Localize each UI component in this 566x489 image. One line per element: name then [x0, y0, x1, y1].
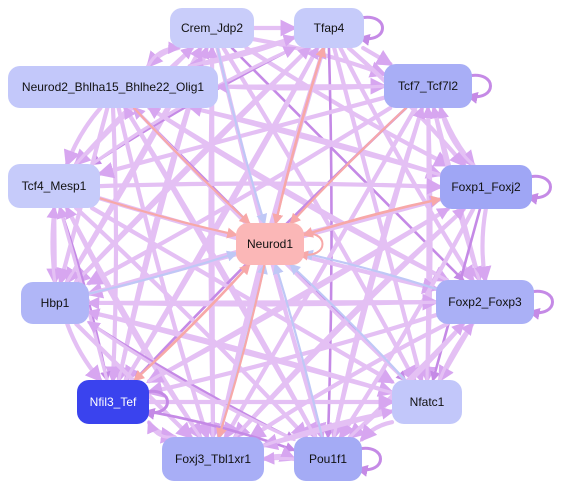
- edge-tcf7-foxj3: [223, 105, 418, 440]
- edge-tcf4-foxp1: [97, 177, 444, 195]
- edge-pou1f1-to-neurod1: [272, 262, 324, 439]
- edge-nfatc1-pou1f1: [359, 420, 395, 442]
- edge-pou1f1-neurod2: [123, 105, 317, 439]
- node-foxp2: Foxp2_Foxp3: [436, 280, 534, 324]
- edge-foxj3-nfil3: [147, 420, 177, 439]
- node-nfatc1: Nfatc1: [392, 380, 462, 424]
- node-crem_jdp2: Crem_Jdp2: [170, 8, 254, 48]
- node-label-tfap4: Tfap4: [314, 21, 345, 35]
- edge-foxp1-neurod2: [188, 104, 442, 177]
- node-box-foxj3: [162, 437, 264, 481]
- node-tcf4: Tcf4_Mesp1: [8, 164, 100, 208]
- node-label-neurod2: Neurod2_Bhlha15_Bhlhe22_Olig1: [22, 80, 204, 94]
- edge-neurod1-to-foxp1: [302, 195, 443, 237]
- node-tcf7: Tcf7_Tcf7l2: [384, 64, 472, 108]
- edge-tcf7-tcf4: [96, 95, 387, 179]
- edge-crem_jdp2-to-neurod1: [216, 46, 268, 226]
- node-label-foxj3: Foxj3_Tbl1xr1: [175, 452, 251, 466]
- edge-tcf7-neurod2: [215, 80, 386, 94]
- edge-foxj3-tcf4: [65, 205, 202, 439]
- edge-neurod2-to-neurod1: [132, 106, 251, 225]
- node-neurod2: Neurod2_Bhlha15_Bhlhe22_Olig1: [8, 66, 218, 108]
- node-hbp1: Hbp1: [21, 282, 89, 324]
- node-box-nfatc1: [392, 380, 462, 424]
- edge-tcf4-pou1f1: [73, 205, 309, 440]
- edges-layer: [46, 19, 492, 465]
- node-box-pou1f1: [294, 437, 362, 481]
- self-loop-foxp2: [527, 289, 554, 320]
- self-loop-tcf7: [465, 73, 492, 104]
- edge-nfil3-tfap4: [124, 45, 320, 382]
- node-foxp1: Foxp1_Foxj2: [440, 165, 532, 209]
- edge-tcf7-to-neurod1: [289, 106, 408, 225]
- node-label-foxp2: Foxp2_Foxp3: [448, 295, 522, 309]
- node-nfil3: Nfil3_Tef: [77, 380, 149, 424]
- self-loop-tfap4: [357, 15, 384, 46]
- edge-nfatc1-hbp1: [86, 308, 394, 395]
- node-label-foxp1: Foxp1_Foxj2: [451, 180, 521, 194]
- node-box-tcf7: [384, 64, 472, 108]
- edge-foxp2-hbp1: [86, 296, 438, 310]
- edge-neurod2-tfap4: [188, 34, 297, 68]
- edge-foxp2-foxj3: [248, 321, 449, 440]
- self-loops-layer: [142, 15, 554, 477]
- edge-nfatc1-to-neurod1: [289, 263, 407, 382]
- edge-neurod1-to-tfap4: [274, 45, 327, 225]
- edge-pou1f1-foxj3: [261, 451, 296, 465]
- edge-neurod1-to-nfil3: [133, 263, 251, 382]
- node-box-neurod1: [236, 223, 304, 265]
- edge-foxp2-to-neurod1: [301, 249, 438, 290]
- edge-foxp1-foxp2: [474, 206, 492, 284]
- node-label-pou1f1: Pou1f1: [309, 452, 347, 466]
- edge-neurod1-to-foxj3: [216, 263, 266, 440]
- node-neurod1: Neurod1: [236, 223, 304, 265]
- node-label-tcf4: Tcf4_Mesp1: [22, 179, 87, 193]
- node-box-foxp2: [436, 280, 534, 324]
- node-label-nfatc1: Nfatc1: [410, 395, 445, 409]
- edge-neurod2-crem_jdp2: [146, 41, 182, 68]
- edge-foxj3-nfatc1: [262, 406, 395, 448]
- edge-hbp1-nfil3: [65, 321, 103, 383]
- node-label-tcf7: Tcf7_Tcf7l2: [398, 79, 458, 93]
- self-loop-foxp1: [525, 174, 552, 205]
- edge-hbp1-to-neurod1: [87, 250, 239, 295]
- node-label-hbp1: Hbp1: [41, 296, 70, 310]
- edge-tcf4-nfatc1: [89, 205, 395, 384]
- edge-neurod2-tcf4: [63, 105, 103, 168]
- edge-tcf7-hbp1: [86, 105, 393, 286]
- node-box-neurod2: [8, 66, 218, 108]
- node-box-hbp1: [21, 282, 89, 324]
- edge-tfap4-pou1f1: [323, 46, 334, 440]
- edge-tfap4-tcf7: [361, 45, 394, 67]
- node-label-neurod1: Neurod1: [247, 237, 293, 251]
- edge-nfil3-foxp1: [147, 207, 451, 383]
- nodes-layer: Crem_Jdp2 Tfap4Neurod2_Bhlha15_Bhlhe22_Ol…: [8, 8, 534, 481]
- node-label-nfil3: Nfil3_Tef: [90, 395, 137, 409]
- self-loop-pou1f1: [355, 446, 382, 477]
- edge-nfatc1-foxp2: [438, 322, 474, 382]
- edge-foxp2-nfil3: [145, 313, 439, 398]
- node-pou1f1: Pou1f1: [294, 437, 362, 481]
- node-box-tfap4: [294, 8, 364, 48]
- node-box-foxp1: [440, 165, 532, 209]
- node-tfap4: Tfap4: [294, 8, 364, 48]
- node-box-nfil3: [77, 380, 149, 424]
- node-box-tcf4: [8, 164, 100, 208]
- edge-tcf4-to-neurod1: [98, 197, 239, 239]
- node-foxj3: Foxj3_Tbl1xr1: [162, 437, 264, 481]
- node-label-crem_jdp2: Crem_Jdp2: [181, 21, 243, 35]
- node-box-crem_jdp2: [170, 8, 254, 48]
- self-loop-neurod1: [298, 232, 324, 261]
- edge-hbp1-tcf4: [46, 205, 60, 284]
- self-loop-nfil3: [142, 389, 169, 420]
